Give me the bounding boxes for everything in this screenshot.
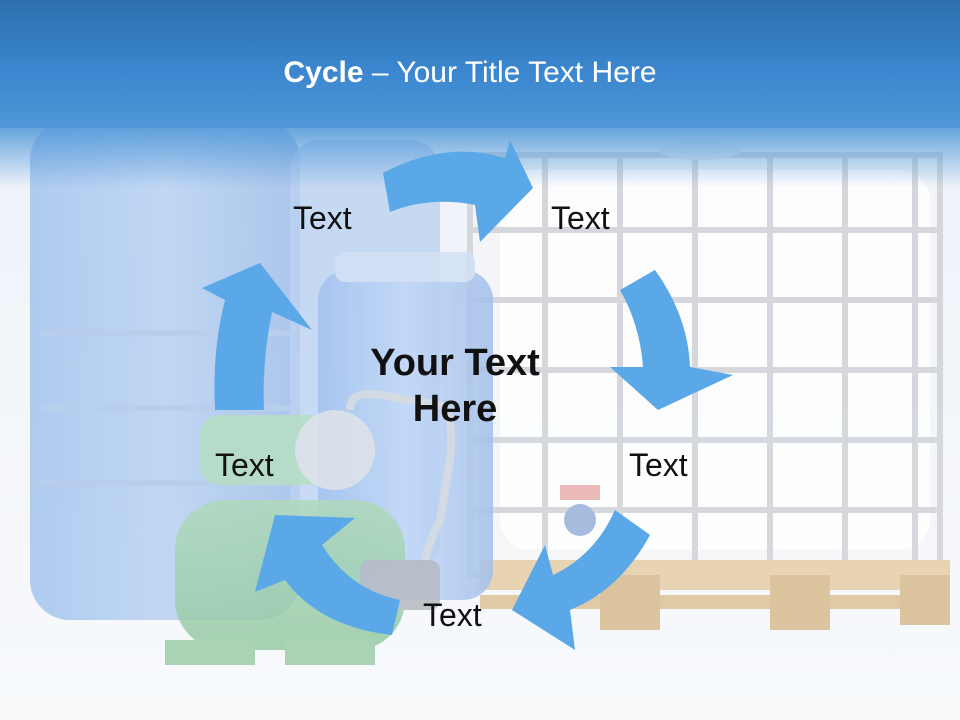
- cycle-arrow-4: [255, 515, 400, 635]
- header-band: [0, 0, 960, 128]
- ibc-container: [467, 140, 950, 630]
- cycle-label-5: Text: [215, 447, 274, 483]
- cycle-arrow-2: [610, 270, 733, 410]
- center-text: Your Text Here: [330, 340, 580, 432]
- cycle-arrow-1: [383, 140, 533, 242]
- cycle-arrow-5: [202, 263, 312, 410]
- title-strong: Cycle: [283, 56, 364, 89]
- center-text-line-2: Here: [412, 388, 498, 430]
- slide-title: Cycle – Your Title Text Here: [0, 56, 940, 90]
- title-rest: – Your Title Text Here: [363, 56, 657, 89]
- center-text-line-1: Your Text: [370, 342, 540, 384]
- cycle-label-4: Text: [423, 597, 482, 633]
- cycle-label-3: Text: [629, 447, 688, 483]
- cycle-label-2: Text: [551, 200, 610, 236]
- cycle-arrow-3: [512, 510, 650, 650]
- cycle-label-1: Text: [293, 200, 352, 236]
